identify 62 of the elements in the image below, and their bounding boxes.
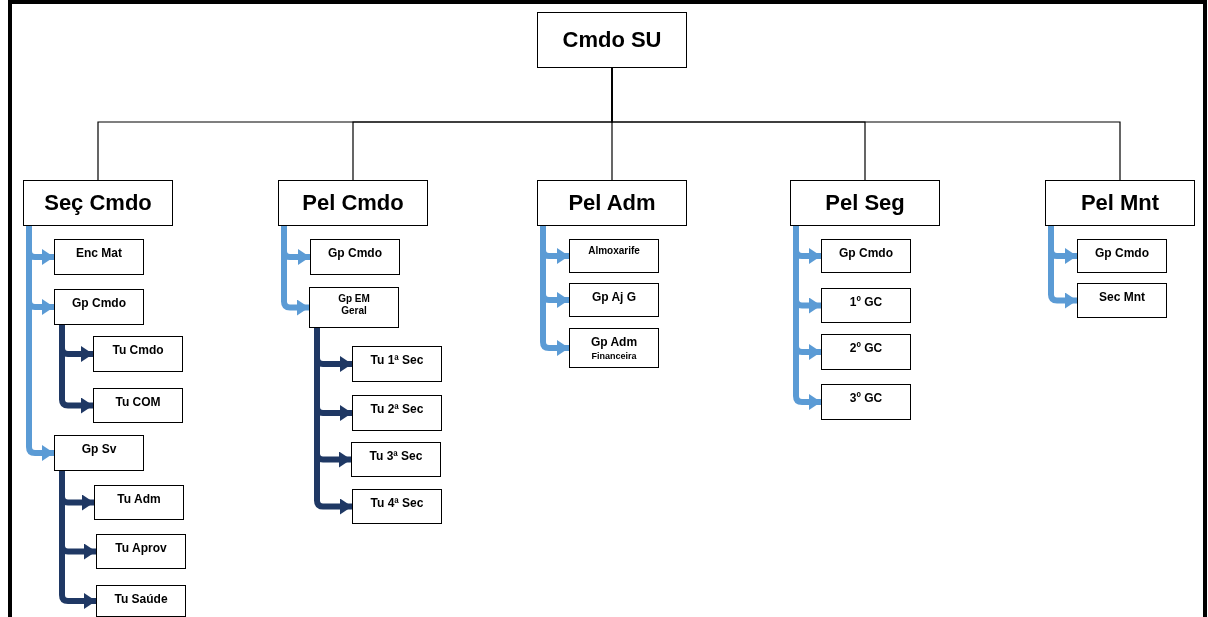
subunit-box (821, 288, 911, 323)
unit-label: 3º GC (849, 390, 883, 406)
unit-label: Cmdo SU (562, 26, 662, 54)
bent-arrow (59, 325, 93, 414)
unit-label: Gp Cmdo (839, 245, 893, 261)
unit-label: Gp Cmdo (1095, 245, 1149, 261)
unit-label: Tu Saúde (114, 591, 168, 607)
subunit-box (821, 239, 911, 273)
unit-label: Gp Sv (81, 441, 117, 457)
unit-label: Pel Adm (568, 189, 656, 217)
unit-label: Tu Cmdo (112, 342, 164, 358)
subunit-box (821, 384, 911, 420)
subunit-box (821, 334, 911, 370)
subunit-box (1077, 283, 1167, 318)
unit-label: 2º GC (849, 340, 883, 356)
subunit-box (569, 328, 659, 368)
subunit-box (93, 336, 183, 372)
unit-label: Gp Aj G (591, 289, 637, 305)
unit-label: Pel Cmdo (302, 189, 404, 217)
unit-label: Pel Mnt (1080, 189, 1160, 217)
unit-label: Tu Aprov (115, 540, 167, 556)
unit-label: Almoxarife (588, 245, 640, 257)
unit-label: Seç Cmdo (44, 189, 152, 217)
subunit-box (54, 289, 144, 325)
subunit-box (96, 585, 186, 617)
subunit-box (352, 346, 442, 382)
subunit-box (96, 534, 186, 569)
unit-label: Tu 3ª Sec (369, 448, 423, 464)
subunit-box (94, 485, 184, 520)
subunit-box (1077, 239, 1167, 273)
unit-label: Tu 2ª Sec (370, 401, 424, 417)
unit-box (1045, 180, 1195, 226)
unit-label: Tu Adm (117, 491, 161, 507)
subunit-box (310, 239, 400, 275)
unit-box (23, 180, 173, 226)
unit-label: 1º GC (849, 294, 883, 310)
subunit-box (54, 435, 144, 471)
unit-label: Tu 4ª Sec (370, 495, 424, 511)
unit-label: Financeira (591, 350, 637, 362)
subunit-box (93, 388, 183, 423)
subunit-box (569, 239, 659, 273)
unit-label: Gp Cmdo (72, 295, 126, 311)
subunit-box (54, 239, 144, 275)
unit-label: Tu 1ª Sec (370, 352, 424, 368)
unit-label: Pel Seg (825, 189, 905, 217)
unit-label: Gp Cmdo (328, 245, 382, 261)
subunit-box (351, 442, 441, 477)
unit-label: Sec Mnt (1099, 289, 1145, 305)
bent-arrow (1048, 226, 1077, 309)
unit-label: Gp Adm (590, 334, 638, 350)
unit-label: Gp EM Geral (337, 293, 371, 317)
bent-arrow (281, 226, 309, 316)
unit-box (790, 180, 940, 226)
unit-box (537, 12, 687, 68)
subunit-box (352, 395, 442, 431)
subunit-box (352, 489, 442, 524)
subunit-box (569, 283, 659, 317)
unit-label: Enc Mat (76, 245, 122, 261)
unit-box (537, 180, 687, 226)
unit-label: Tu COM (115, 394, 161, 410)
subunit-box (309, 287, 399, 328)
unit-box (278, 180, 428, 226)
